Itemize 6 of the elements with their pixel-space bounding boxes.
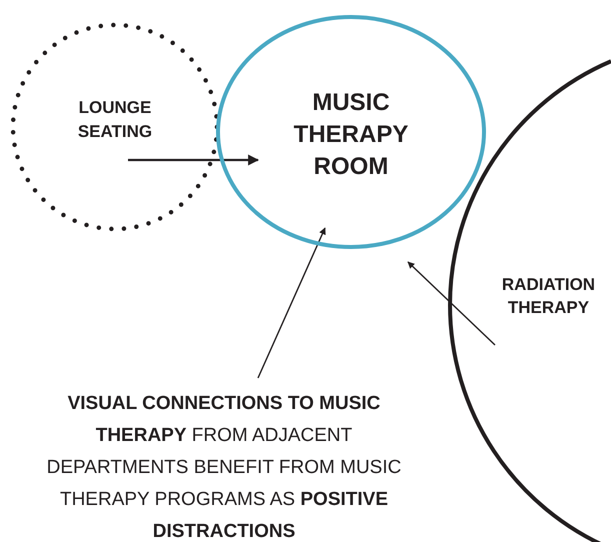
room-label: MUSIC THERAPY ROOM — [292, 88, 410, 182]
area-label: LOUNGE SEATING — [76, 97, 154, 143]
caption-text: VISUAL CONNECTIONS TO MUSIC THERAPY FROM ADJACENT DEPARTMENTS BENEFIT FROM MUSIC THERAPY PROGRAMS AS POSITIVE DISTRACTIONS — [46, 392, 402, 542]
department-label: RADIATION THERAPY — [500, 274, 596, 319]
arrow — [408, 262, 496, 346]
arrow — [257, 227, 326, 378]
